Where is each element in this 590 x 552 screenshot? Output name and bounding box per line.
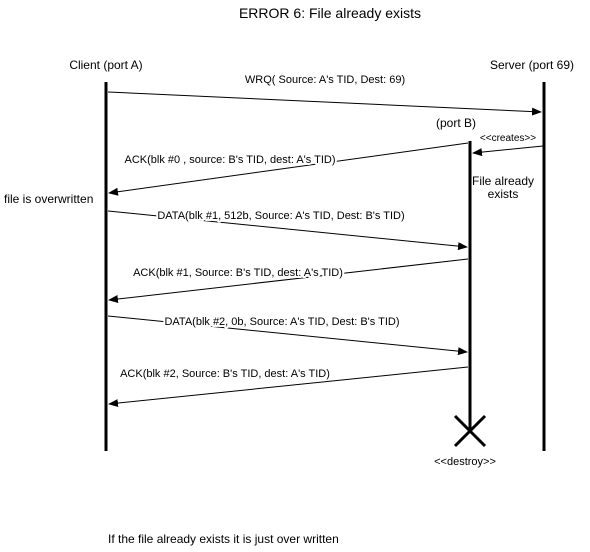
footer-note: If the file already exists it is just ov… [108, 532, 339, 546]
data1-arrow [107, 210, 468, 251]
file-exists-note-line2: exists [488, 187, 519, 201]
ack0-label: ACK(blk #0 , source: B's TID, dest: A's … [124, 154, 335, 166]
ack1-arrow [108, 258, 469, 303]
data1-label: DATA(blk #1, 512b, Source: A's TID, Dest… [157, 210, 404, 222]
file-exists-note-line1: File already [472, 174, 534, 188]
server-label: Server (port 69) [490, 58, 574, 72]
creates-label: <<creates>> [480, 133, 536, 144]
data2-label: DATA(blk #2, 0b, Source: A's TID, Dest: … [164, 316, 399, 328]
diagram-title: ERROR 6: File already exists [239, 5, 421, 21]
wrq-arrow [107, 91, 542, 116]
overwritten-note: file is overwritten [4, 192, 93, 206]
ack0-arrow [108, 142, 469, 196]
wrq-label: WRQ( Source: A's TID, Dest: 69) [245, 74, 405, 86]
client-label: Client (port A) [69, 58, 142, 72]
destroy-cross-icon [453, 414, 487, 448]
destroy-label: <<destroy>> [434, 456, 496, 468]
port-b-label: (port B) [436, 116, 476, 130]
data2-arrow [107, 315, 468, 356]
ack2-label: ACK(blk #2, Source: B's TID, dest: A's T… [120, 368, 330, 380]
ack1-label: ACK(blk #1, Source: B's TID, dest: A's T… [133, 267, 343, 279]
ack2-arrow [108, 366, 469, 408]
creates-arrow [472, 145, 544, 157]
